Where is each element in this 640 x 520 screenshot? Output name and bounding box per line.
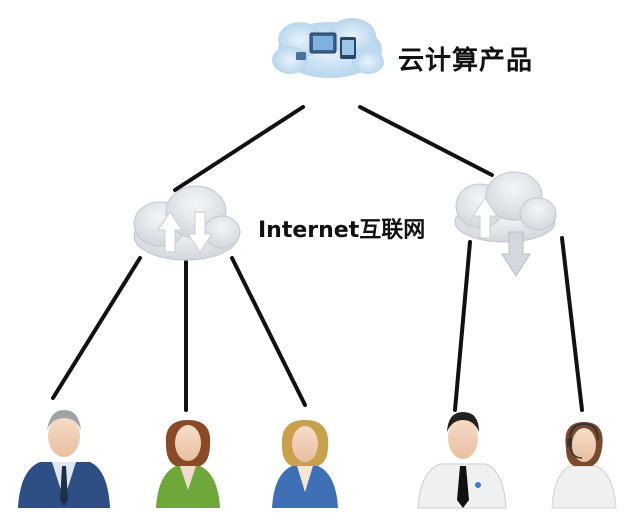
woman-blue-jacket-icon: [272, 420, 338, 508]
cloud-computing-icon: [272, 18, 384, 78]
businessman-gray-suit-icon: [18, 410, 110, 508]
cloud-product-label: 云计算产品: [398, 46, 534, 76]
connection-lines: [51, 105, 584, 412]
internet-label: Internet互联网: [258, 218, 426, 243]
line-right-cloud-to-user-4: [453, 240, 472, 412]
man-white-shirt-tie-icon: [417, 412, 507, 509]
line-internet-to-user-3: [230, 256, 307, 407]
line-product-to-right-cloud: [358, 105, 494, 177]
line-product-to-internet: [173, 105, 305, 192]
cloud-upload-download-icon: [133, 185, 241, 261]
line-right-cloud-to-user-5: [560, 236, 584, 412]
woman-green-jacket-icon: [156, 420, 220, 508]
line-internet-to-user-1: [51, 256, 142, 400]
woman-headset-icon: [551, 422, 617, 509]
cloud-upload-download-icon: [454, 171, 557, 277]
